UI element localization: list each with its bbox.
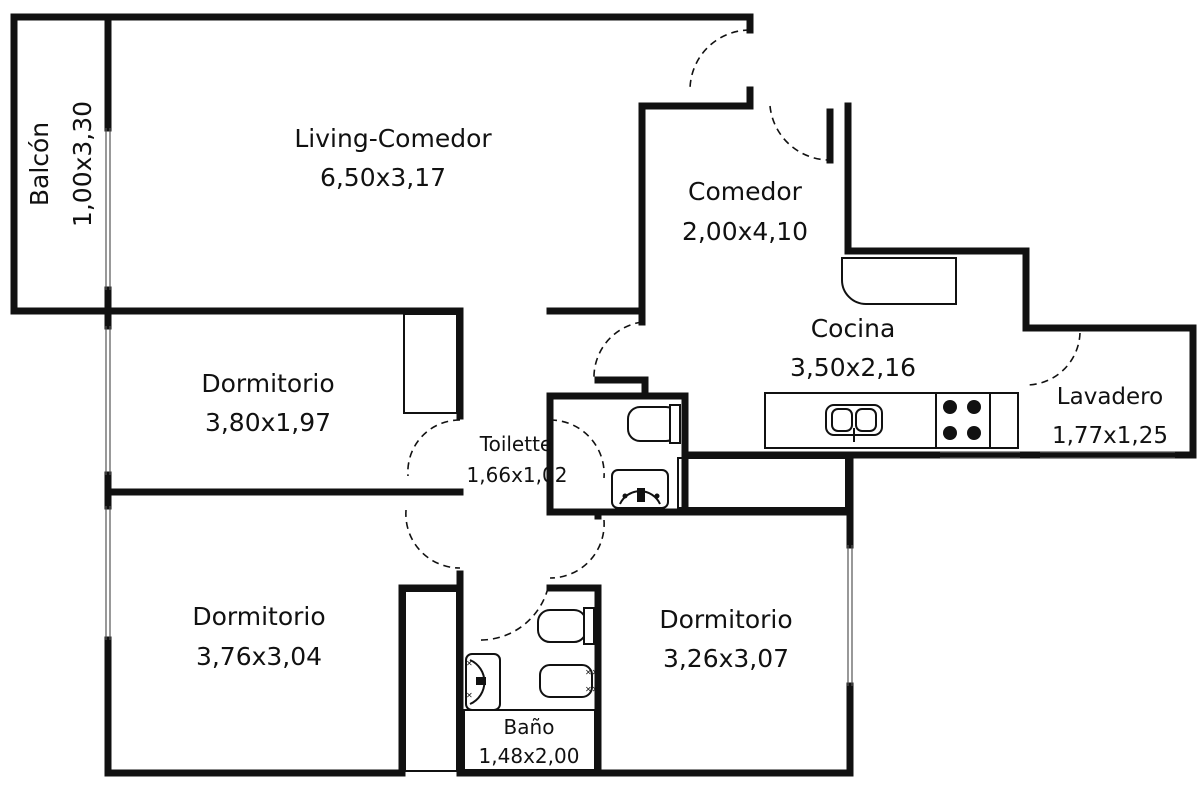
bath-east-wall — [546, 584, 602, 777]
dorm2-door — [405, 509, 461, 569]
comedor-left-wall — [546, 102, 754, 315]
room-size-living: 6,50x3,17 — [320, 163, 446, 192]
room-size-balcon: 1,00x3,30 — [68, 101, 97, 227]
balcony-wall — [10, 13, 112, 315]
room-name-toilette: Toilette — [479, 432, 552, 456]
dorm3-door — [549, 519, 605, 579]
room-name-bano: Baño — [504, 715, 555, 739]
room-size-lavadero: 1,77x1,25 — [1052, 423, 1168, 449]
walls — [10, 13, 1197, 777]
hatched-duct — [677, 457, 847, 509]
bidet-icon — [539, 664, 593, 698]
kitchen-door — [593, 321, 643, 381]
dorm3-north-wall — [594, 508, 854, 549]
fixtures: ✕✕ ✕✕ ✕ ✕ — [463, 257, 1019, 771]
room-size-bano: 1,48x2,00 — [479, 744, 580, 768]
svg-text:✕: ✕ — [466, 659, 473, 668]
room-name-cocina: Cocina — [811, 314, 896, 343]
stove-icon — [935, 392, 991, 449]
room-size-toilette: 1,66x1,02 — [467, 463, 568, 487]
room-size-comedor: 2,00x4,10 — [682, 217, 808, 246]
hatched-closet-dorm1 — [403, 313, 458, 414]
kitchen-counter-upper — [841, 257, 957, 305]
comedor-door — [769, 105, 831, 161]
windows — [105, 128, 1175, 686]
kitchen-pass-wall — [594, 376, 649, 400]
room-name-dormitorio-1: Dormitorio — [201, 369, 334, 398]
room-name-dormitorio-2: Dormitorio — [192, 602, 325, 631]
room-labels: Balcón 1,00x3,30 Living-Comedor 6,50x3,1… — [25, 101, 1168, 768]
room-name-dormitorio-3: Dormitorio — [659, 605, 792, 634]
room-name-living: Living-Comedor — [294, 124, 492, 153]
bath-wc-icon — [537, 609, 587, 643]
room-size-dormitorio-2: 3,76x3,04 — [196, 642, 322, 671]
room-size-dormitorio-3: 3,26x3,07 — [663, 644, 789, 673]
bottom-wall-bath — [456, 682, 854, 777]
svg-text:✕✕: ✕✕ — [585, 685, 598, 694]
bath-closet-wall — [398, 584, 464, 777]
lavadero-door — [1025, 332, 1081, 386]
svg-text:✕✕: ✕✕ — [585, 668, 598, 677]
room-size-dormitorio-1: 3,80x1,97 — [205, 408, 331, 437]
toilette-wall — [546, 392, 649, 516]
svg-text:✕: ✕ — [466, 691, 473, 700]
top-exterior-wall — [104, 13, 754, 34]
comedor-east-wall — [844, 102, 1197, 459]
dorm1-door — [407, 419, 461, 477]
room-size-cocina: 3,50x2,16 — [790, 353, 916, 382]
toilette-door — [549, 419, 605, 479]
room-name-comedor: Comedor — [688, 177, 803, 206]
room-name-balcon: Balcón — [25, 122, 54, 206]
doors — [405, 29, 1081, 641]
living-dorm1-wall — [104, 307, 464, 420]
cocina-south-wall — [681, 451, 854, 516]
bath-label-box — [463, 709, 596, 771]
room-name-lavadero: Lavadero — [1057, 384, 1163, 410]
hatched-closet-dorm2 — [404, 590, 458, 772]
